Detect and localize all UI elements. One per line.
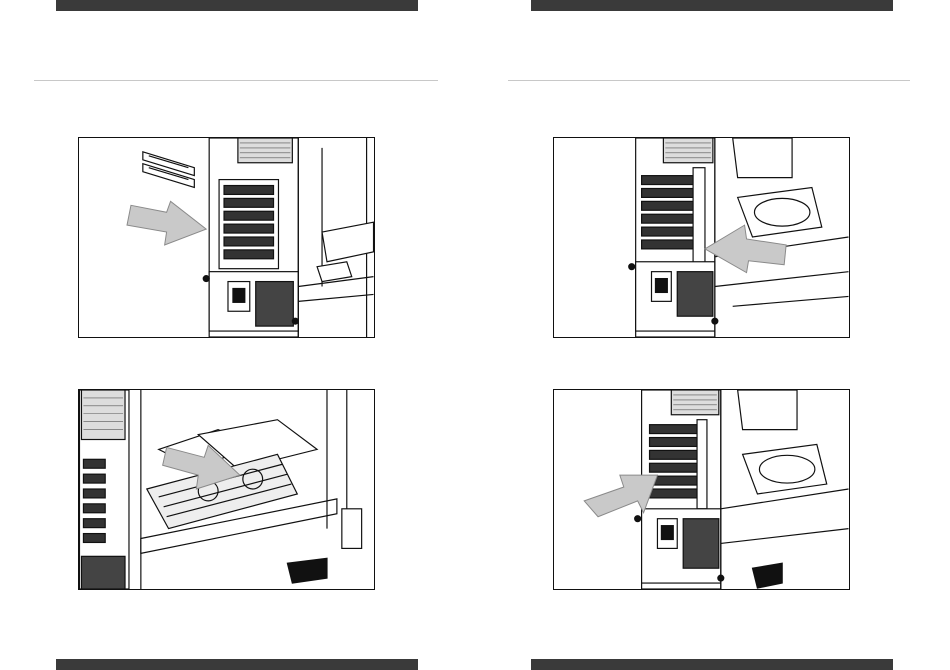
illustration-step-1 (78, 137, 375, 338)
illustration-step-3 (78, 389, 375, 590)
header-bar-left (56, 0, 418, 11)
footer-bar-left (56, 659, 418, 670)
arrow-right-down-icon (79, 138, 374, 337)
illustration-step-2 (553, 137, 850, 338)
arrow-right-down-icon (79, 390, 374, 589)
illustration-step-4 (553, 389, 850, 590)
arrow-right-up-icon (554, 390, 849, 589)
section-rule-left (34, 80, 438, 81)
footer-bar-right (531, 659, 893, 670)
arrow-left-up-icon (554, 138, 849, 337)
header-bar-right (531, 0, 893, 11)
section-rule-right (508, 80, 910, 81)
